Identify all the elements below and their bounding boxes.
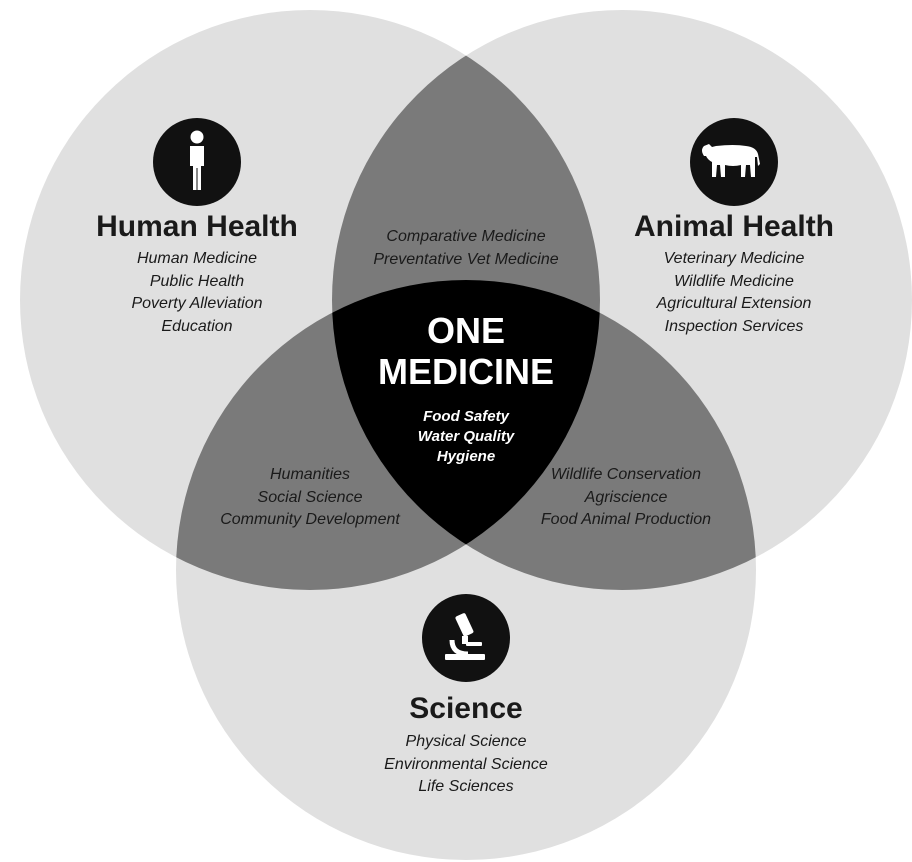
animal-health-item: Wildlife Medicine bbox=[674, 272, 794, 290]
one-medicine-item: Water Quality bbox=[417, 428, 515, 445]
human-science-overlap-items: Humanities Social Science Community Deve… bbox=[170, 464, 450, 532]
human-health-title: Human Health bbox=[96, 210, 298, 243]
science-items: Physical Science Environmental Science L… bbox=[316, 731, 616, 799]
animal-science-overlap-item: Wildlife Conservation bbox=[550, 466, 702, 483]
one-medicine-title-line: ONE bbox=[426, 310, 505, 351]
animal-science-overlap-items: Wildlife Conservation Agriscience Food A… bbox=[486, 464, 766, 532]
one-medicine-items: Food Safety Water Quality Hygiene bbox=[336, 407, 596, 467]
human-animal-overlap-item: Comparative Medicine bbox=[386, 228, 546, 245]
science-item: Physical Science bbox=[405, 733, 527, 750]
animal-health-title: Animal Health bbox=[633, 210, 835, 243]
animal-health-item: Veterinary Medicine bbox=[663, 250, 805, 267]
human-animal-overlap-items: Comparative Medicine Preventative Vet Me… bbox=[336, 226, 596, 271]
one-medicine-item: Food Safety bbox=[423, 408, 509, 425]
human-science-overlap-item: Social Science bbox=[257, 488, 363, 506]
human-science-overlap-item: Humanities bbox=[269, 466, 351, 483]
human-animal-overlap-item: Preventative Vet Medicine bbox=[373, 250, 559, 268]
science-item: Environmental Science bbox=[384, 755, 548, 773]
cow-icon bbox=[690, 118, 778, 206]
person-icon bbox=[153, 118, 241, 206]
human-health-item: Education bbox=[161, 317, 233, 335]
human-science-overlap-item: Community Development bbox=[220, 511, 400, 528]
human-health-items: Human Medicine Public Health Poverty All… bbox=[47, 248, 347, 338]
one-medicine-title: ONE MEDICINE bbox=[336, 310, 596, 392]
microscope-icon bbox=[422, 594, 510, 682]
human-health-item: Public Health bbox=[149, 272, 245, 290]
human-health-item: Human Medicine bbox=[136, 250, 258, 267]
human-health-item: Poverty Alleviation bbox=[131, 295, 263, 312]
animal-health-item: Agricultural Extension bbox=[656, 295, 812, 312]
animal-health-items: Veterinary Medicine Wildlife Medicine Ag… bbox=[584, 248, 884, 338]
one-medicine-item: Hygiene bbox=[436, 448, 496, 465]
science-item: Life Sciences bbox=[418, 778, 514, 795]
science-title: Science bbox=[409, 692, 523, 725]
animal-health-item: Inspection Services bbox=[664, 317, 804, 335]
one-medicine-title-line: MEDICINE bbox=[377, 351, 554, 392]
animal-science-overlap-item: Agriscience bbox=[584, 488, 668, 506]
animal-science-overlap-item: Food Animal Production bbox=[540, 511, 712, 528]
